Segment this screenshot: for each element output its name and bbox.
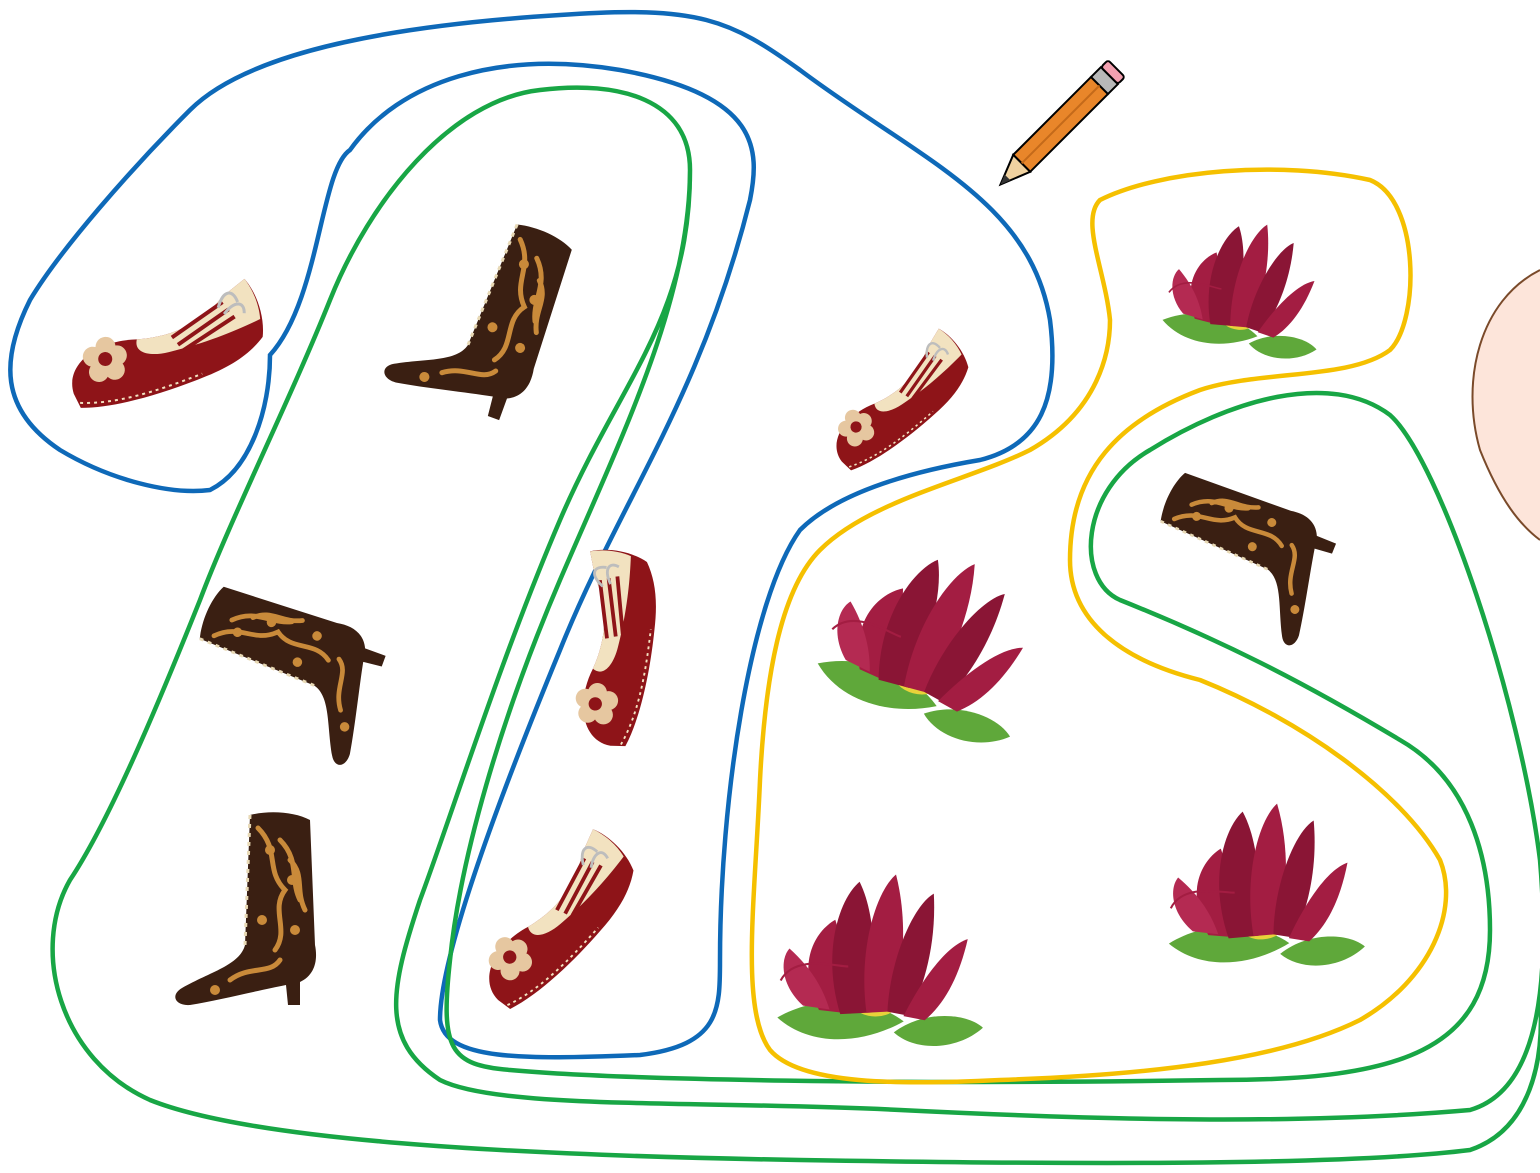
item-boot-1[interactable] (382, 196, 580, 425)
item-boot-3[interactable] (175, 812, 316, 1005)
pencil-icon[interactable] (992, 60, 1125, 193)
item-lotus-3[interactable] (770, 870, 984, 1054)
item-boot-2[interactable] (173, 579, 391, 767)
item-clog-2[interactable] (808, 324, 987, 473)
item-lotus-2[interactable] (808, 532, 1051, 752)
item-lotus-1[interactable] (1160, 216, 1327, 361)
item-clog-3[interactable] (530, 541, 689, 752)
side-circle (1473, 270, 1540, 540)
item-lotus-4[interactable] (1158, 797, 1367, 978)
item-clog-1[interactable] (61, 277, 271, 410)
